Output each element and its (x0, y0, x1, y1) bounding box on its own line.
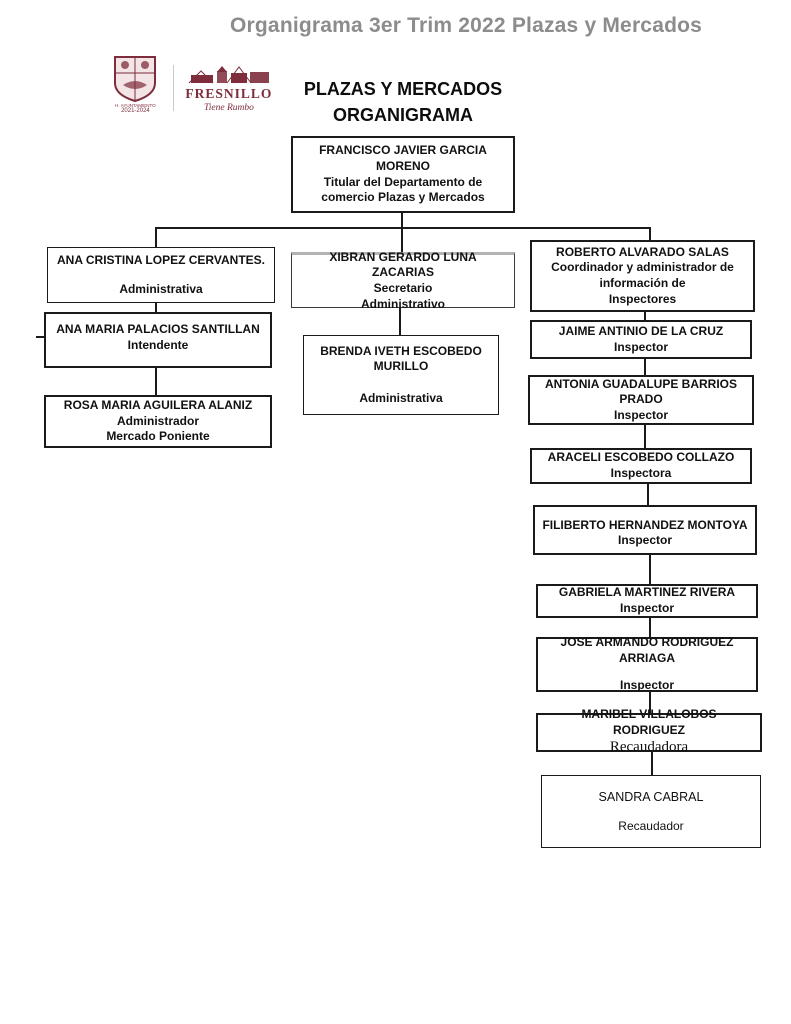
node-name: GABRIELA MARTINEZ RIVERA (558, 585, 736, 600)
node-name: BRENDA IVETH ESCOBEDO MURILLO (320, 343, 482, 374)
org-node-gabriela-martinez: GABRIELA MARTINEZ RIVERA Inspector (536, 584, 758, 618)
wordmark-tagline: Tiene Rumbo (203, 103, 254, 113)
connector-left-drop (155, 227, 157, 247)
org-node-ana-cristina-lopez: ANA CRISTINA LOPEZ CERVANTES. Administra… (47, 247, 275, 303)
node-name: MARIBEL VILLALOBOS RODRIGUEZ (581, 707, 717, 737)
org-node-araceli-escobedo: ARACELI ESCOBEDO COLLAZO Inspectora (530, 448, 752, 484)
node-role: Inspector (613, 407, 668, 422)
node-name: JAIME ANTINIO DE LA CRUZ (558, 323, 724, 338)
page-header-title: Organigrama 3er Trim 2022 Plazas y Merca… (230, 14, 703, 37)
fresnillo-wordmark: FRESNILLO Tiene Rumbo (182, 63, 276, 113)
org-node-jose-rodriguez: JOSE ARMANDO RODRIGUEZ ARRIAGA Inspector (536, 635, 758, 693)
connector-horizontal (155, 227, 651, 229)
connector-right-drop (649, 227, 651, 241)
connector-antonia-araceli (644, 425, 646, 448)
connector-maribel-sandra (651, 752, 653, 775)
node-role: Inspector (613, 339, 668, 354)
node-name: ROBERTO ALVARADO SALAS (556, 244, 729, 259)
node-name: XIBRAN GERARDO LUNA ZACARIAS (329, 249, 477, 280)
skyline-icon (188, 66, 269, 84)
chart-title-line2: ORGANIGRAMA (333, 105, 473, 126)
org-node-xibran-luna: XIBRAN GERARDO LUNA ZACARIAS Secretario … (291, 249, 515, 311)
crest-years: 2021-2024 (121, 108, 150, 115)
node-name: ANA MARIA PALACIOS SANTILLAN (56, 322, 260, 336)
node-role: Inspector (619, 601, 674, 615)
node-name: FILIBERTO HERNANDEZ MONTOYA (542, 517, 748, 532)
org-node-jaime-de-la-cruz: JAIME ANTINIO DE LA CRUZ Inspector (530, 320, 752, 359)
node-name: ANA CRISTINA LOPEZ CERVANTES. (56, 252, 265, 267)
node-name: ROSA MARIA AGUILERA ALANIZ (63, 398, 253, 413)
node-role: Coordinador y administrador de informaci… (551, 260, 734, 306)
org-node-rosa-maria-aguilera: ROSA MARIA AGUILERA ALANIZ Administrador… (44, 395, 272, 448)
connector-top-vertical (401, 213, 403, 253)
node-role: Inspector (617, 533, 672, 548)
connector-gabriela-jose (649, 618, 651, 637)
node-name: FRANCISCO JAVIER GARCIA MORENO (319, 143, 487, 173)
connector-araceli-filiberto (647, 484, 649, 505)
node-role: Titular del Departamento de comercio Pla… (321, 174, 485, 205)
node-role: Recaudador (618, 818, 684, 833)
node-name: ANTONIA GUADALUPE BARRIOS PRADO (544, 376, 737, 407)
connector-anacristina-anamaria (155, 303, 157, 312)
connector-roberto-jaime (644, 312, 646, 320)
node-role: Inspectora (610, 466, 672, 480)
connector-jaime-antonia (644, 359, 646, 375)
node-role: Recaudadora (609, 739, 689, 756)
node-role: Administrativa (119, 281, 203, 296)
connector-xibran-brenda (399, 308, 401, 335)
connector-jose-maribel (649, 692, 651, 713)
crest-caption: H. AYUNTAMIENTO (115, 103, 156, 108)
node-role: Administrador Mercado Poniente (106, 413, 210, 444)
org-node-francisco-garcia: FRANCISCO JAVIER GARCIA MORENO Titular d… (291, 136, 515, 213)
node-name: SANDRA CABRAL (598, 789, 704, 804)
node-role: Inspector (619, 678, 674, 693)
node-role: Administrativa (359, 390, 443, 405)
node-name: JOSE ARMANDO RODRIGUEZ ARRIAGA (560, 635, 734, 665)
municipal-crest-icon: H. AYUNTAMIENTO 2021-2024 (106, 55, 165, 121)
org-node-roberto-alvarado: ROBERTO ALVARADO SALAS Coordinador y adm… (530, 240, 755, 312)
node-role: Intendente (127, 337, 189, 352)
org-node-sandra-cabral: SANDRA CABRAL Recaudador (541, 775, 761, 848)
org-node-ana-maria-palacios: ANA MARIA PALACIOS SANTILLAN Intendente (44, 312, 272, 368)
org-node-maribel-villalobos: MARIBEL VILLALOBOS RODRIGUEZ Recaudadora (536, 707, 762, 755)
stray-left-tick (36, 336, 45, 338)
connector-anamaria-rosa (155, 368, 157, 395)
chart-title-line1: PLAZAS Y MERCADOS (303, 79, 503, 99)
org-node-filiberto-hernandez: FILIBERTO HERNANDEZ MONTOYA Inspector (533, 505, 757, 555)
chart-title: PLAZAS Y MERCADOS ORGANIGRAMA (263, 76, 543, 128)
node-name: ARACELI ESCOBEDO COLLAZO (547, 450, 735, 465)
wordmark-text: FRESNILLO (185, 86, 273, 101)
fresnillo-logo: H. AYUNTAMIENTO 2021-2024 FRESNILLO Tien… (106, 52, 276, 124)
node-role: Secretario Administrativo (360, 281, 445, 311)
crest-shield-icon (114, 56, 157, 103)
connector-filiberto-gabriela (649, 555, 651, 584)
org-node-antonia-barrios: ANTONIA GUADALUPE BARRIOS PRADO Inspecto… (528, 375, 754, 425)
logo-divider (172, 65, 174, 111)
org-node-brenda-escobedo: BRENDA IVETH ESCOBEDO MURILLO Administra… (303, 335, 499, 415)
